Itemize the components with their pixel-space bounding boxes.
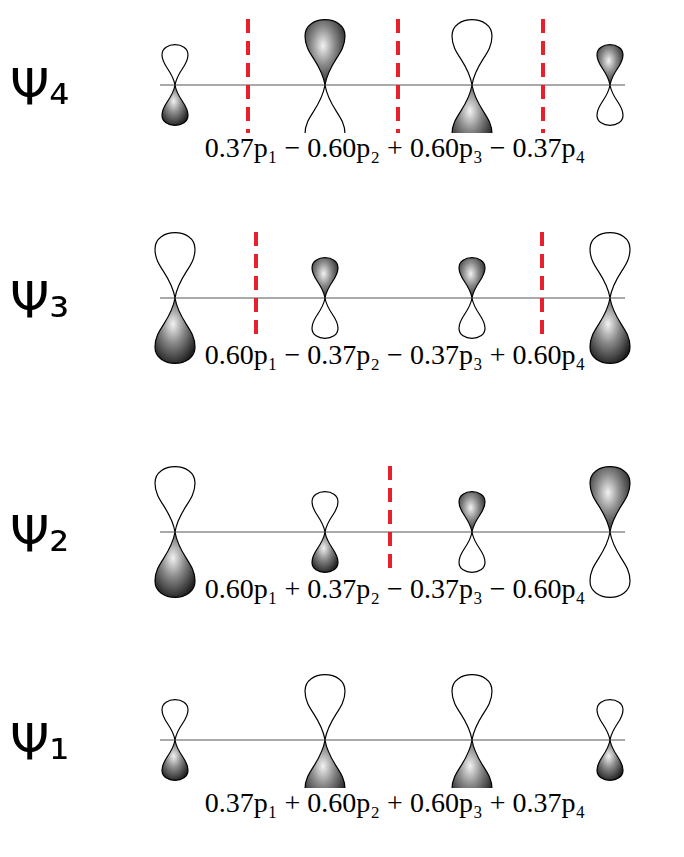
p-orbital-lobe: [590, 233, 630, 298]
p-orbital-lobe: [459, 492, 485, 532]
p-orbital-lobe: [155, 298, 195, 363]
orbital-label: Ψ₃: [10, 275, 69, 325]
p-orbital-lobe: [162, 45, 188, 85]
p-orbital-lobe: [590, 532, 630, 597]
p-orbital-lobe: [452, 20, 492, 85]
molecule-axis: [160, 84, 625, 85]
p-orbital-lobe: [155, 532, 195, 597]
p-orbital-lobe: [459, 258, 485, 298]
p-orbital-lobe: [597, 85, 623, 125]
p-orbital-lobe: [459, 532, 485, 572]
orbital-label: Ψ₂: [10, 509, 69, 559]
p-orbital-lobe: [305, 20, 345, 85]
p-orbital-lobe: [312, 258, 338, 298]
p-orbital-lobe: [312, 298, 338, 338]
orbital-equation: 0.60p₁ + 0.37p₂ − 0.37p₃ − 0.60p₄: [203, 574, 587, 605]
p-orbital-lobe: [162, 85, 188, 125]
p-orbital-lobe: [312, 532, 338, 572]
p-orbital-lobe: [597, 700, 623, 740]
p-orbital-lobe: [305, 675, 345, 740]
p-orbital-lobe: [590, 298, 630, 363]
molecule-axis: [160, 297, 625, 298]
orbital-equation: 0.37p₁ + 0.60p₂ + 0.60p₃ + 0.37p₄: [203, 788, 587, 819]
orbital-label: Ψ₄: [10, 62, 69, 112]
orbital-equation: 0.60p₁ − 0.37p₂ − 0.37p₃ + 0.60p₄: [203, 340, 587, 371]
nodal-plane: [396, 19, 400, 151]
nodal-plane: [541, 19, 545, 151]
p-orbital-lobe: [597, 740, 623, 780]
nodal-plane: [246, 19, 250, 151]
p-orbital-lobe: [452, 675, 492, 740]
p-orbital-lobe: [155, 233, 195, 298]
orbital-label: Ψ₁: [10, 717, 69, 767]
molecule-axis: [160, 531, 625, 532]
molecule-axis: [160, 739, 625, 740]
p-orbital-lobe: [597, 45, 623, 85]
p-orbital-lobe: [590, 467, 630, 532]
p-orbital-lobe: [162, 700, 188, 740]
p-orbital-lobe: [162, 740, 188, 780]
orbital-equation: 0.37p₁ − 0.60p₂ + 0.60p₃ − 0.37p₄: [203, 133, 587, 164]
p-orbital-lobe: [459, 298, 485, 338]
p-orbital-lobe: [155, 467, 195, 532]
p-orbital-lobe: [312, 492, 338, 532]
